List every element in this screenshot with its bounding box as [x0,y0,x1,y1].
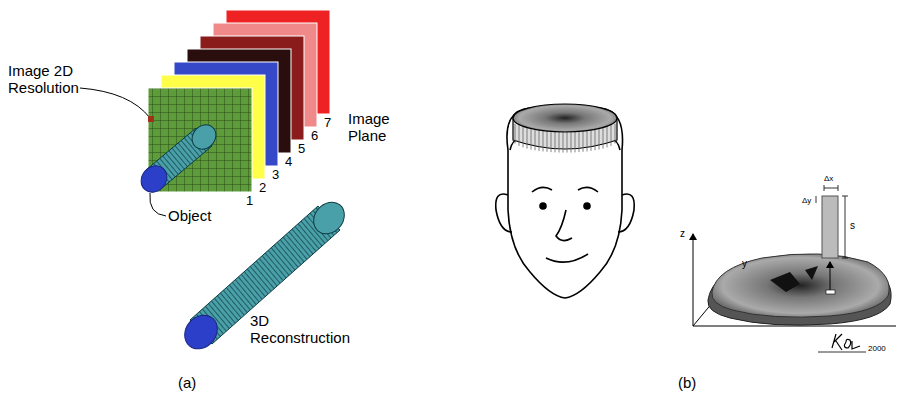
panel-label: (b) [678,374,696,391]
axes [693,234,896,326]
leader-line [80,88,150,118]
panel-label: (a) [178,374,196,391]
voxel-column [816,185,848,294]
plane-number: 4 [285,155,292,170]
dimension-label: Δy [802,196,811,205]
axis-label: y [742,258,747,270]
object-cylinder [136,120,221,197]
callout-label: Image Plane [348,110,400,145]
plane-number: 5 [298,142,305,157]
leader-line [150,193,166,216]
plane-number: 1 [246,194,253,209]
callout-label: Object [168,207,211,224]
signature-line [818,352,866,353]
plane-number: 6 [311,129,318,144]
head-cartoon [496,108,635,298]
dimension-label: s [850,220,855,232]
callout-label: 3D Reconstruction [250,312,362,347]
plane-number: 7 [324,116,331,131]
dimension-label: Δx [824,174,833,183]
ct-slice [708,254,891,325]
axis-label: z [680,228,685,240]
head-slice [513,104,617,153]
plane-number: 3 [272,168,279,183]
pixel-cell [148,116,154,122]
date-label: 2000 [868,344,886,353]
signature [832,334,860,350]
plane-number: 2 [259,181,266,196]
callout-label: Image 2D Resolution [8,62,90,97]
